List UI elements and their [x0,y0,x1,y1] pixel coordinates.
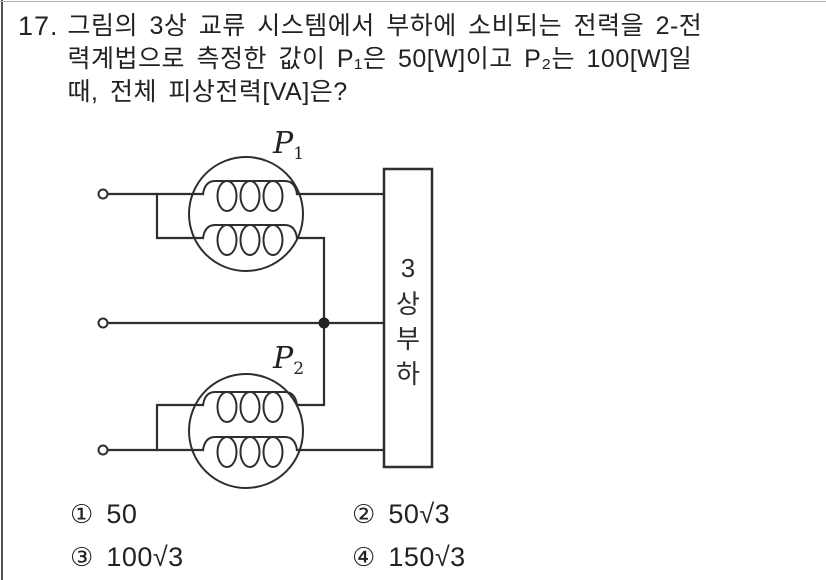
question-line-3: 때, 전체 피상전력[VA]은? [67,78,348,106]
option-1: ① 50 [70,500,352,529]
load-box [382,167,434,469]
wattmeter-p2-body [188,373,304,489]
load-label-char-1: 3 [401,253,415,283]
option-3-value: 100√3 [106,542,184,572]
load-label-char-4: 하 [396,359,420,389]
question-text: 그림의 3상 교류 시스템에서 부하에 소비되는 전력을 2-전 력계법으로 측… [68,10,703,109]
page-left-border [1,0,3,580]
option-4: ④ 150√3 [352,543,634,572]
option-1-value: 50 [106,499,138,529]
p1-current-coil [201,180,299,212]
load-label-char-3: 부 [396,324,420,354]
option-3: ③ 100√3 [70,543,352,572]
option-2: ② 50√3 [352,500,634,529]
answer-options: ① 50 ② 50√3 ③ 100√3 ④ 150√3 [70,500,634,572]
terminal-phase3-icon [97,444,109,456]
question-block: 17. 그림의 3상 교류 시스템에서 부하에 소비되는 전력을 2-전 력계법… [18,10,702,109]
option-2-circle-number: ② [352,499,376,529]
page-top-border [0,1,826,2]
junction-dot [318,317,330,329]
wire-p1-voltage-tap [155,192,205,240]
terminal-phase1-icon [97,188,109,200]
terminal-phase2-icon [97,317,109,329]
load-label-char-2: 상 [396,289,420,319]
question-line-2: 력계법으로 측정한 값이 P₁은 50[W]이고 P₂는 100[W]일 [67,45,693,73]
wire-p2-voltage-tap [155,403,205,452]
option-1-circle-number: ① [70,499,94,529]
option-2-value: 50√3 [388,499,451,529]
p2-current-coil [201,436,299,468]
p2-voltage-coil [201,391,299,423]
question-line-1: 그림의 3상 교류 시스템에서 부하에 소비되는 전력을 2-전 [67,12,703,40]
option-3-circle-number: ③ [70,542,94,572]
option-4-circle-number: ④ [352,542,376,572]
option-4-value: 150√3 [388,542,466,572]
question-number: 17. [18,11,59,41]
wattmeter-p2-label: P2 [272,341,304,379]
wattmeter-p1-label: P1 [272,126,304,164]
wattmeter-p1-body [188,156,304,272]
p1-voltage-coil [201,224,299,256]
